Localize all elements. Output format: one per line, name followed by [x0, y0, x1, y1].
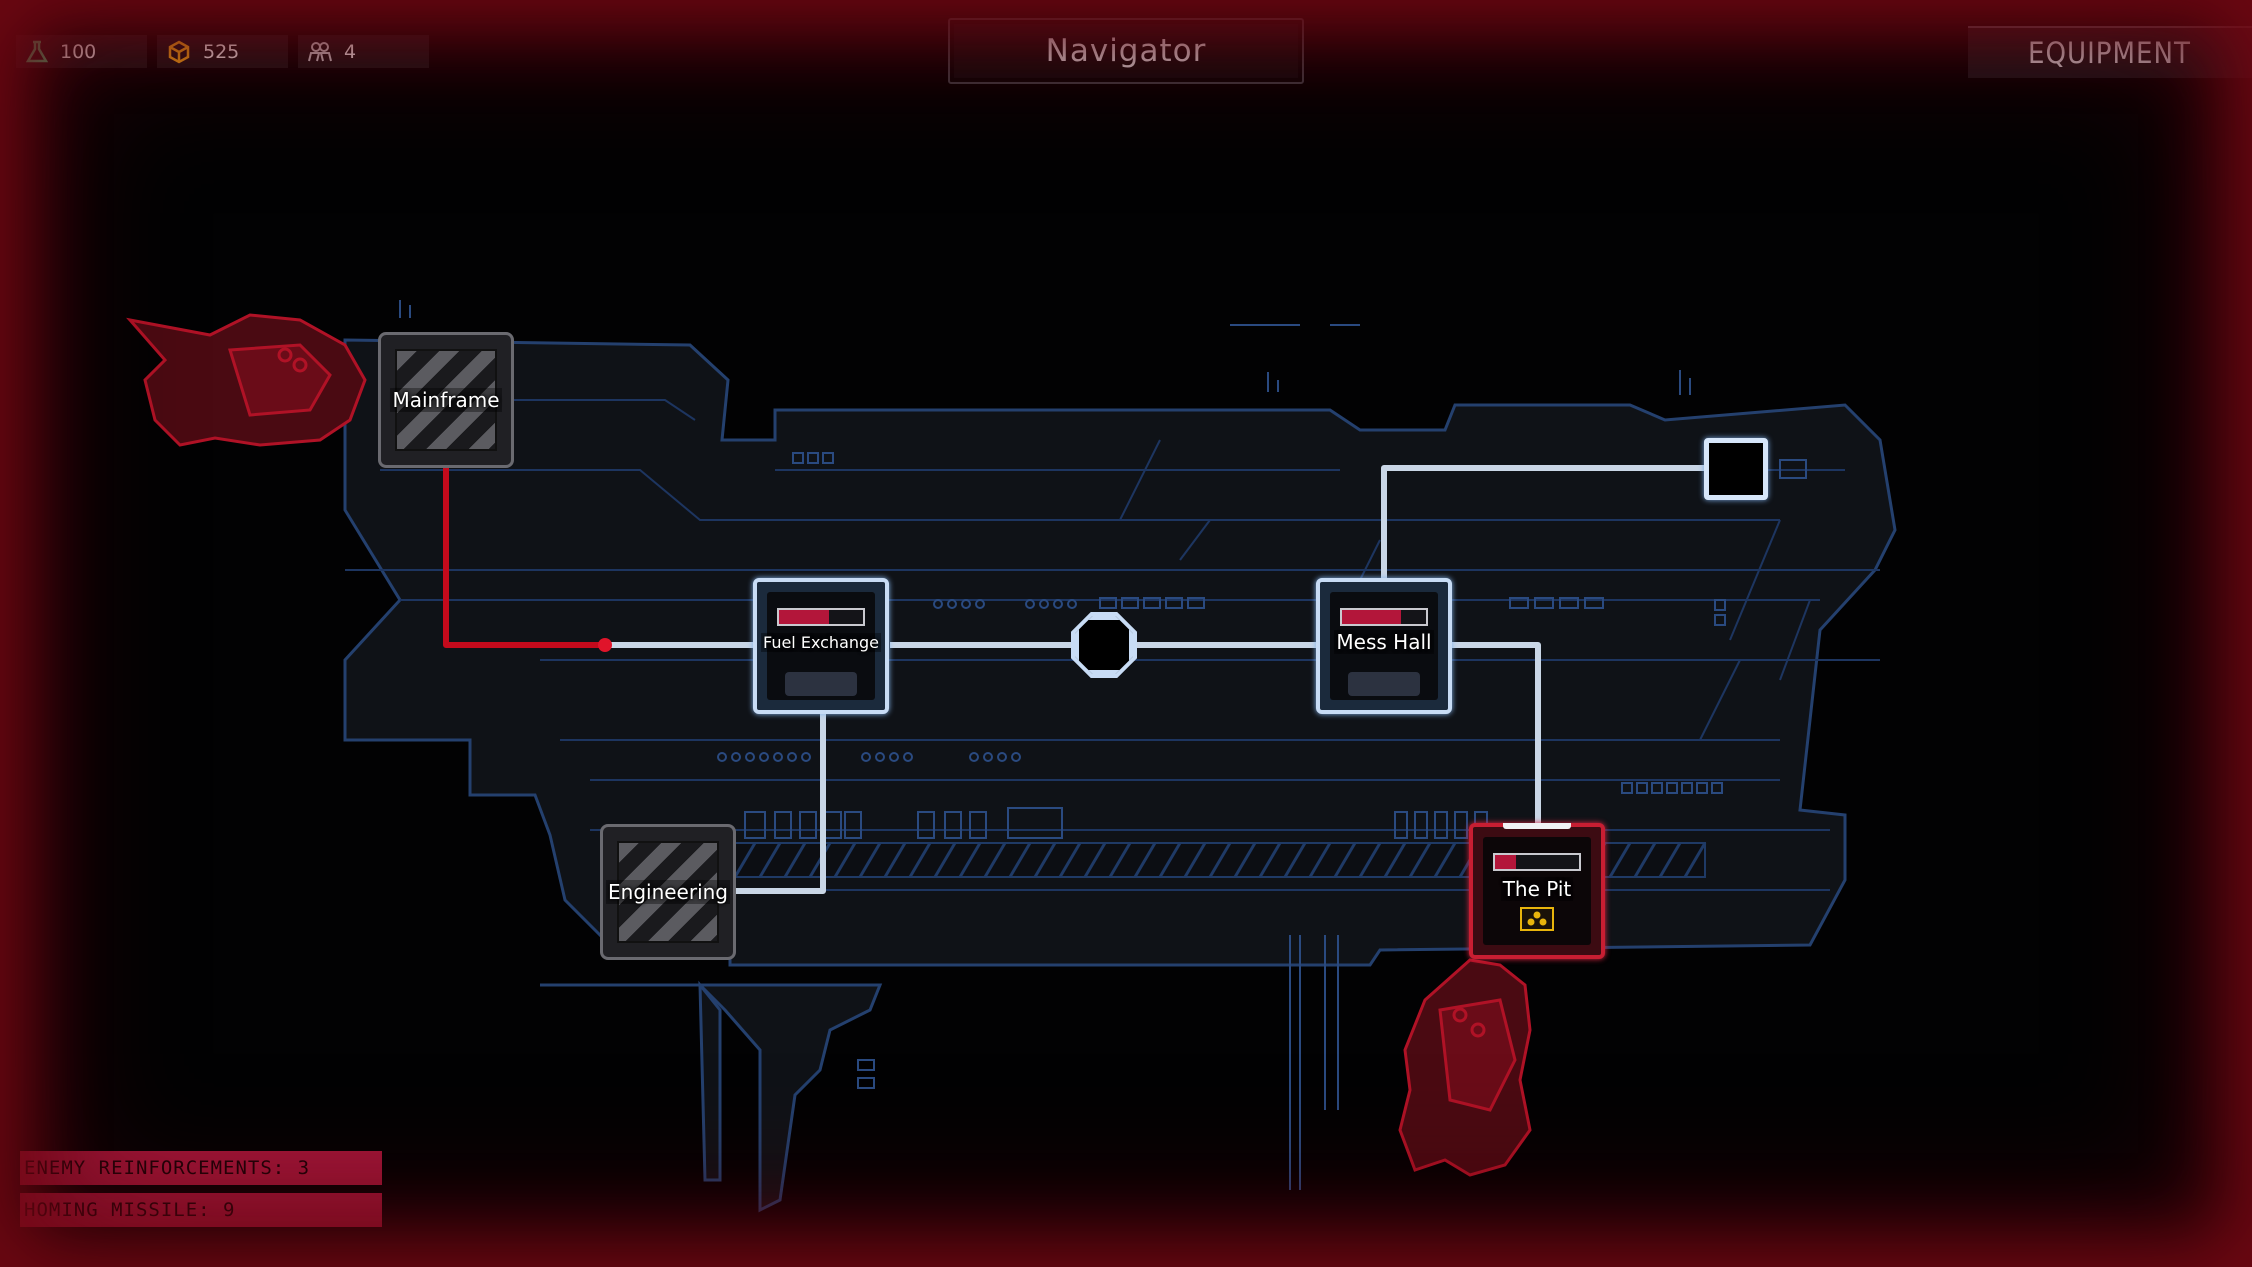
room-label: The Pit: [1500, 877, 1574, 901]
alert-homing-missile: HOMING MISSILE: 9: [20, 1193, 382, 1227]
scrap-value: 525: [203, 40, 240, 63]
room-fuel-exchange[interactable]: Fuel Exchange: [753, 578, 889, 714]
science-counter: 100: [16, 35, 147, 68]
junction-node[interactable]: [1075, 616, 1133, 674]
crew-icon: [308, 41, 332, 61]
room-mess-hall[interactable]: Mess Hall: [1316, 578, 1452, 714]
scrap-counter: 525: [157, 35, 288, 68]
room-engineering[interactable]: Engineering: [600, 824, 736, 960]
room-label: Engineering: [606, 880, 730, 904]
corridors-unexplored: [605, 465, 1706, 894]
enemy-silhouette-bottom: [1398, 958, 1532, 1177]
enemy-silhouette-top: [126, 313, 367, 447]
flask-icon: [26, 40, 48, 62]
room-label: Mess Hall: [1334, 630, 1434, 654]
room-mainframe[interactable]: Mainframe: [378, 332, 514, 468]
equipment-button[interactable]: EQUIPMENT: [1968, 26, 2252, 78]
enemy-squad-icon: [1520, 907, 1554, 931]
room-the-pit[interactable]: The Pit: [1469, 823, 1605, 959]
player-position-marker: [598, 638, 612, 652]
corridor-traveled: [443, 468, 605, 648]
alert-enemy-reinforcements: ENEMY REINFORCEMENTS: 3: [20, 1151, 382, 1185]
science-value: 100: [60, 40, 97, 63]
crate-icon: [168, 40, 190, 63]
unexplored-room[interactable]: [1704, 438, 1768, 500]
room-label: Mainframe: [390, 388, 502, 412]
room-health-bar: [777, 608, 865, 626]
crew-counter: 4: [298, 35, 429, 68]
locked-hatch: [395, 349, 497, 451]
room-label: Fuel Exchange: [760, 632, 882, 652]
locked-hatch: [617, 841, 719, 943]
room-health-bar: [1340, 608, 1428, 626]
room-health-bar: [1493, 853, 1581, 871]
ship-vents: [399, 300, 1807, 1190]
crew-value: 4: [344, 40, 357, 63]
page-title: Navigator: [948, 18, 1304, 84]
